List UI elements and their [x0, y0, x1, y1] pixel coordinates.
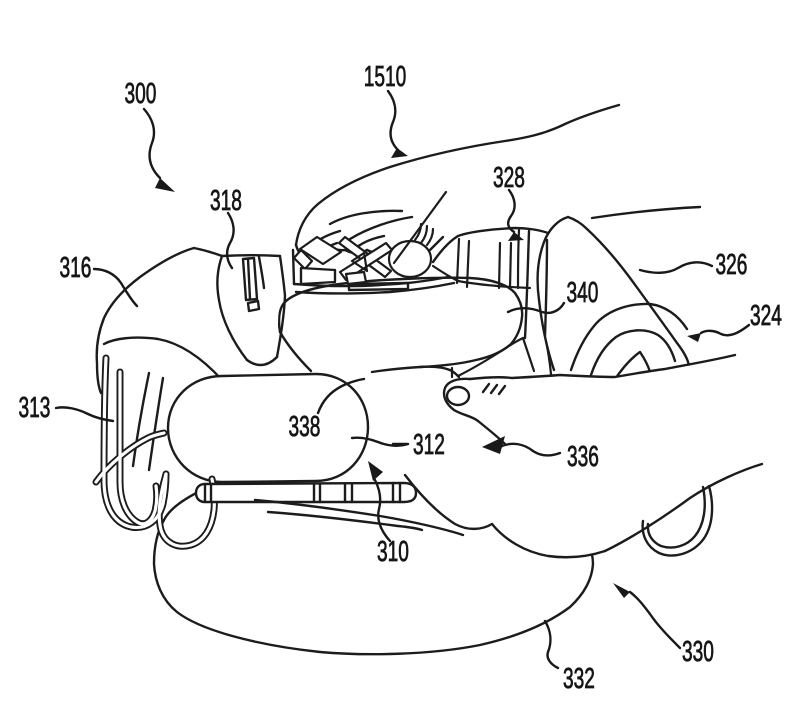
- svg-text:318: 318: [210, 185, 242, 217]
- svg-text:338: 338: [289, 411, 321, 443]
- svg-text:336: 336: [567, 441, 599, 473]
- svg-text:328: 328: [493, 162, 525, 194]
- svg-text:332: 332: [563, 663, 595, 695]
- svg-text:316: 316: [60, 252, 92, 284]
- svg-text:312: 312: [413, 429, 445, 461]
- svg-text:324: 324: [750, 300, 782, 332]
- svg-text:340: 340: [567, 277, 599, 309]
- svg-text:326: 326: [716, 249, 748, 281]
- svg-text:300: 300: [124, 78, 156, 110]
- svg-text:310: 310: [377, 536, 409, 568]
- svg-text:1510: 1510: [364, 61, 407, 93]
- svg-text:330: 330: [682, 636, 714, 668]
- svg-text:313: 313: [19, 392, 51, 424]
